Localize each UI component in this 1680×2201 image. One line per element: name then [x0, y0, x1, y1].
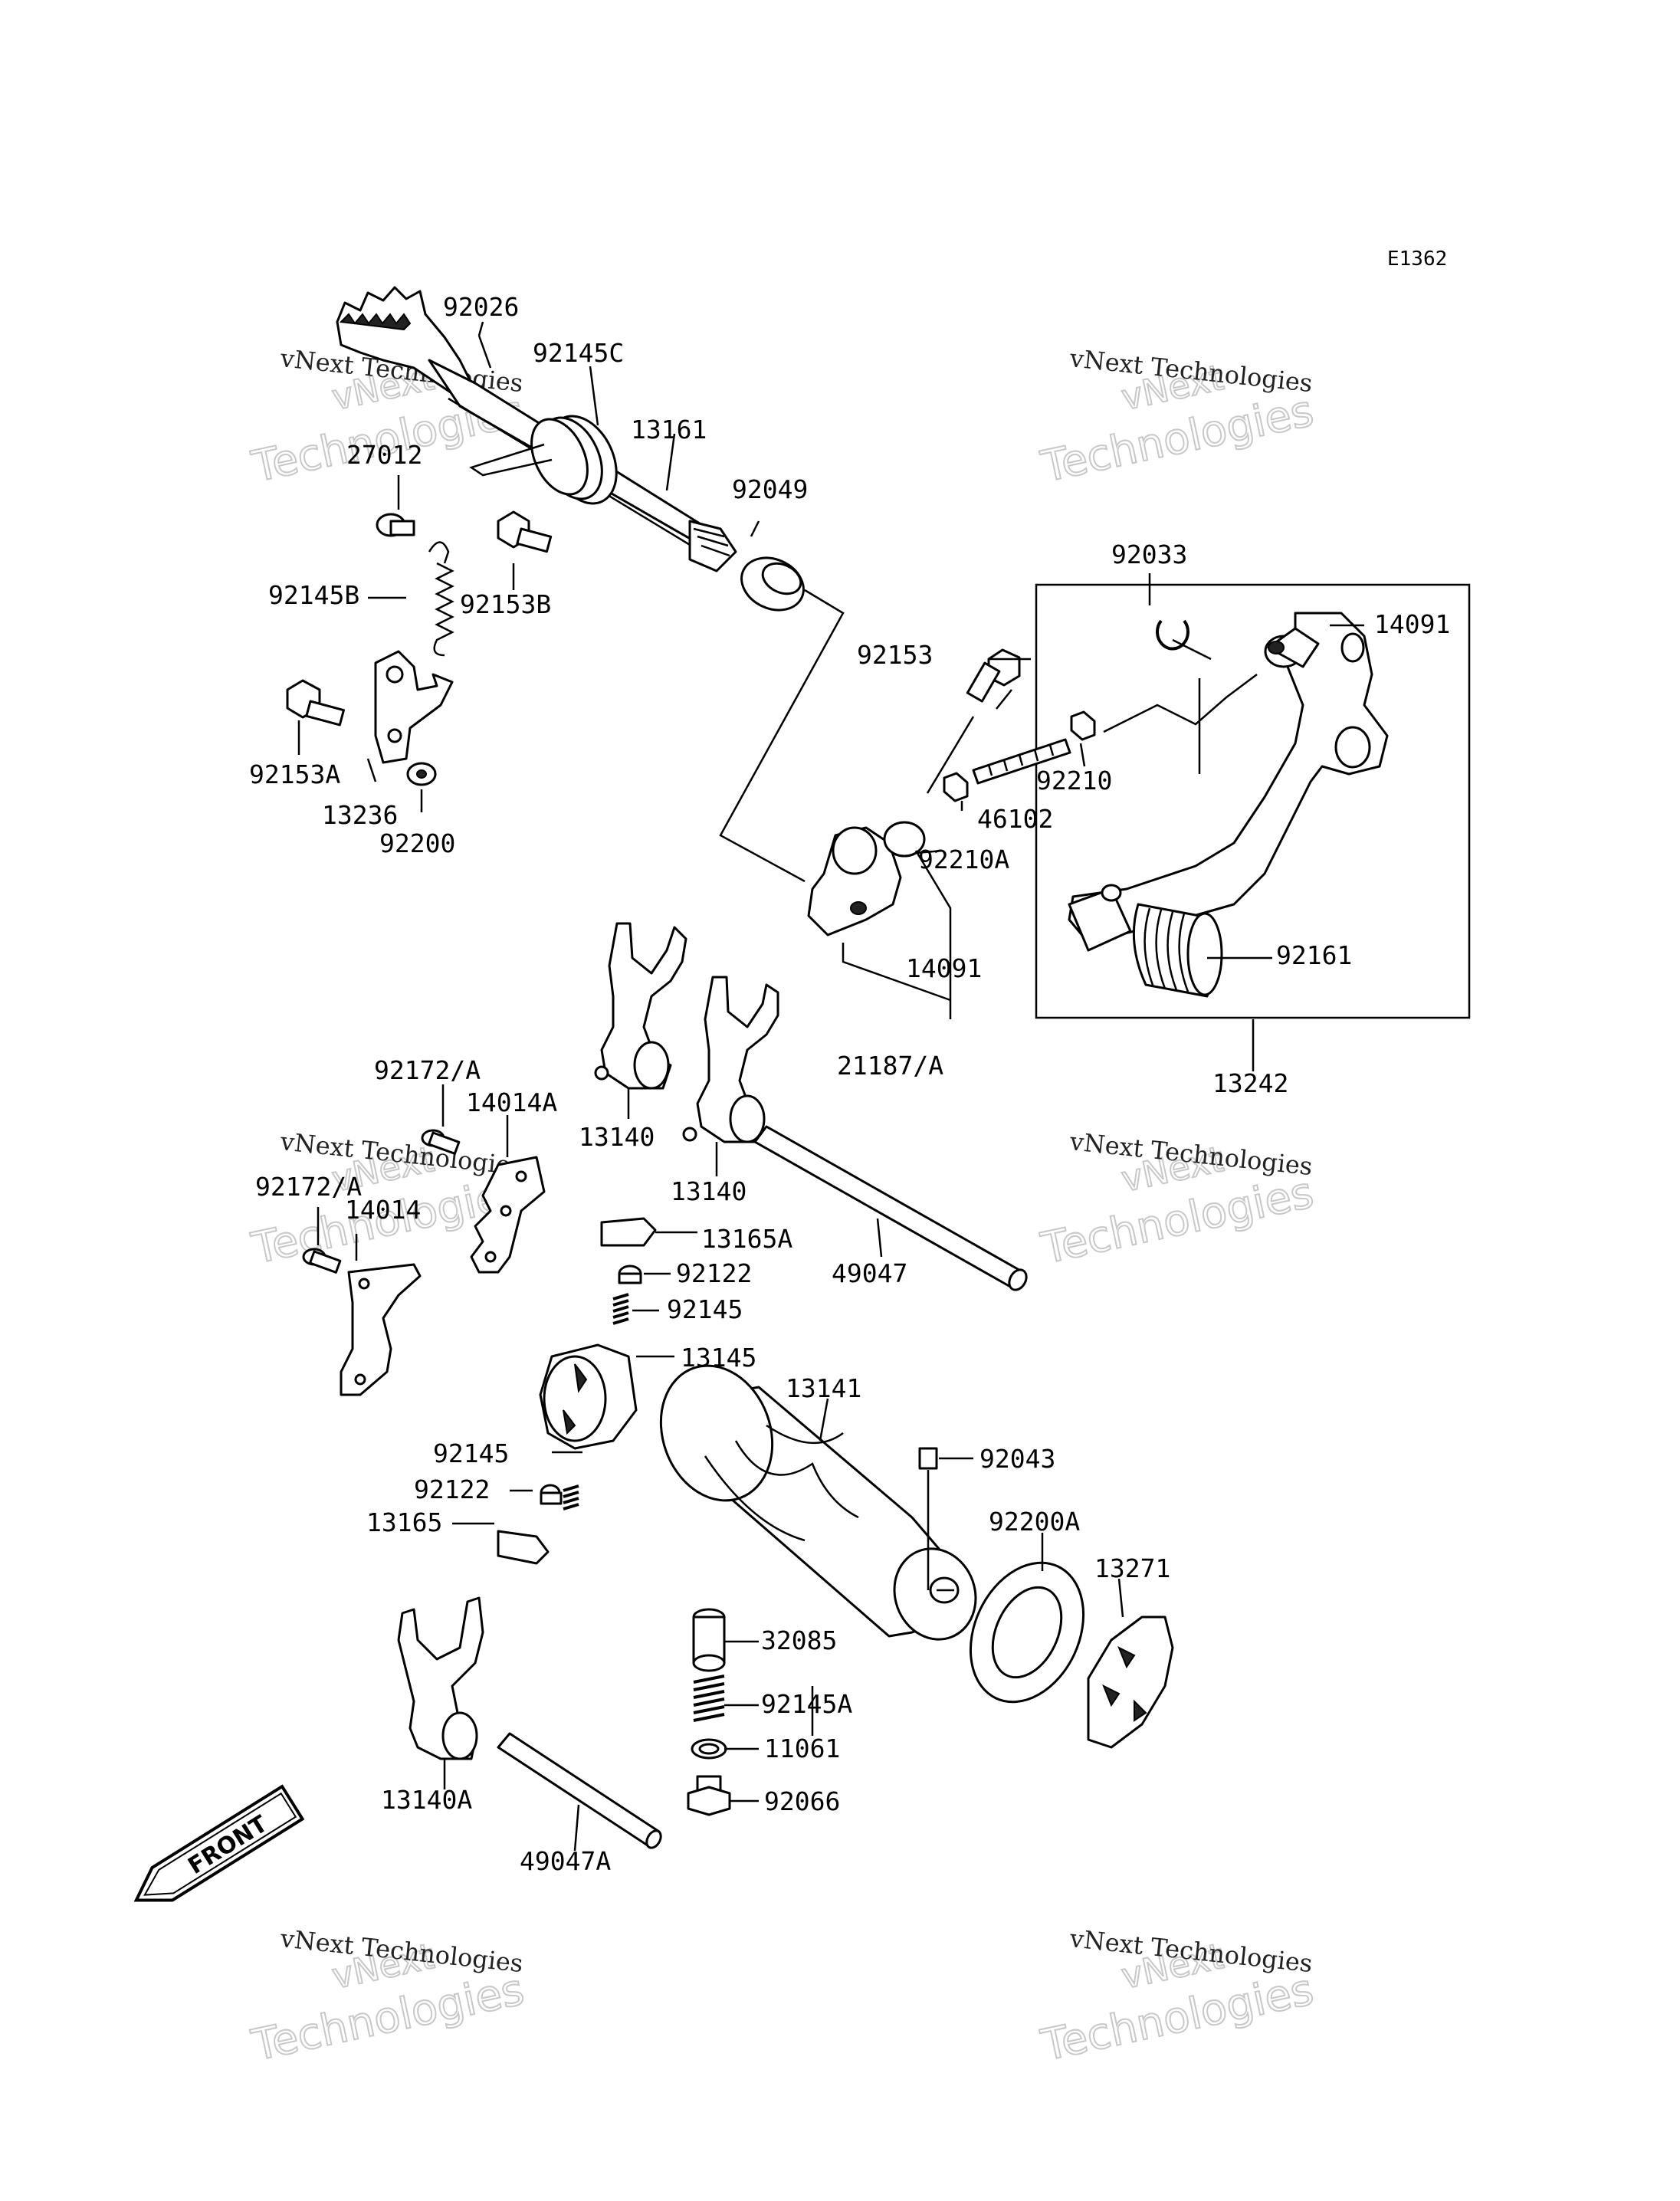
- spring-92145B: [428, 541, 454, 657]
- part-label: 92145: [667, 1294, 743, 1324]
- part-label: 32085: [761, 1625, 837, 1655]
- pin-32085: [692, 1608, 726, 1672]
- part-label: 46102: [977, 804, 1053, 834]
- part-label: 13271: [1094, 1553, 1170, 1583]
- part-label: 92161: [1276, 940, 1352, 970]
- drum-cam-13145: [539, 1343, 638, 1450]
- part-label: 92033: [1111, 540, 1187, 569]
- cam-plate-13271: [1087, 1615, 1174, 1749]
- pedal-group-box: [1035, 583, 1471, 1019]
- nut-92210: [1070, 710, 1096, 741]
- part-label: 49047A: [520, 1846, 611, 1876]
- pin-27012: [376, 513, 415, 537]
- screw-92172-a: [421, 1129, 461, 1155]
- part-label: 92122: [414, 1474, 490, 1504]
- part-label: 27012: [346, 440, 422, 470]
- part-label: 49047: [832, 1258, 907, 1288]
- diagram-code: E1362: [1387, 248, 1447, 271]
- pin-13165A: [600, 1217, 657, 1247]
- part-label: 92172/A: [255, 1172, 362, 1202]
- part-label: 92145: [433, 1438, 509, 1468]
- part-label: 92026: [443, 292, 519, 322]
- bolt-92153: [966, 648, 1021, 703]
- pin-92043: [918, 1447, 938, 1470]
- part-label: 14091: [1374, 609, 1450, 639]
- part-label: 92200A: [989, 1507, 1080, 1537]
- front-direction-badge: FRONT: [133, 1784, 305, 1902]
- part-labels: 92026 92145C 13161 27012 92049 92145B 92…: [249, 292, 1450, 1876]
- part-label: 14014: [345, 1195, 421, 1225]
- spring-92145A: [693, 1675, 725, 1722]
- part-label: 13145: [681, 1343, 756, 1373]
- nut-92210A: [943, 772, 969, 802]
- part-label: 92145A: [761, 1689, 852, 1719]
- shift-plate-13236: [374, 650, 454, 764]
- part-label: 13242: [1212, 1068, 1288, 1098]
- part-label: 13161: [631, 415, 707, 444]
- spring-92145-b: [563, 1484, 579, 1511]
- part-label: 13140A: [381, 1785, 472, 1815]
- washer-92200A: [969, 1561, 1085, 1704]
- circlip-92033: [1156, 619, 1189, 651]
- part-label: 92153: [857, 640, 933, 670]
- bushing-14091-top: [1264, 627, 1320, 668]
- part-label: 13140: [671, 1176, 746, 1206]
- part-label: 92200: [379, 828, 455, 858]
- part-label: 13236: [322, 800, 398, 830]
- part-label: 13141: [786, 1373, 861, 1403]
- part-label: 92122: [676, 1258, 752, 1288]
- stopper-14014: [340, 1263, 422, 1396]
- shift-drum-13141: [659, 1364, 977, 1641]
- part-label: 92153B: [460, 589, 551, 619]
- part-label: 13165: [366, 1507, 442, 1537]
- gear-teeth: [339, 313, 412, 331]
- shaft-return-spring: [469, 415, 618, 505]
- part-label: 11061: [764, 1734, 840, 1763]
- bolt-92153A: [286, 679, 345, 727]
- shift-fork-13140A: [397, 1596, 484, 1760]
- plug-92066: [687, 1775, 731, 1816]
- part-label: 21187/A: [837, 1051, 943, 1081]
- pin-13165: [497, 1530, 550, 1565]
- part-label: 13140: [579, 1122, 655, 1152]
- spring-92145-a: [612, 1293, 629, 1325]
- part-label: 92153A: [249, 759, 340, 789]
- shift-pedal-lever: [1068, 612, 1389, 944]
- shift-arm-21187: [807, 821, 926, 936]
- part-label: 92210: [1036, 766, 1112, 795]
- shift-forks-upper: [302, 922, 1028, 1396]
- part-label: 92145C: [533, 338, 624, 368]
- part-label: 92210A: [918, 845, 1009, 874]
- shift-fork-13140-b: [696, 976, 779, 1143]
- shift-pedal-assembly: [807, 583, 1471, 1019]
- part-label: 13165A: [701, 1224, 792, 1254]
- part-label: 92066: [764, 1786, 840, 1816]
- part-label: 14014A: [466, 1087, 557, 1117]
- pedal-rubber: [1068, 884, 1223, 998]
- part-label: 92049: [732, 474, 808, 504]
- fork-rod-49047A: [497, 1732, 661, 1847]
- shift-drum-assembly: [397, 1217, 1174, 1849]
- part-label: 92172/A: [374, 1055, 481, 1085]
- part-label: 92145B: [268, 580, 359, 610]
- bolt-92153B: [497, 510, 553, 553]
- screw-92172-b: [302, 1248, 342, 1274]
- part-label: 14091: [906, 953, 982, 983]
- shift-shaft-assembly: [286, 286, 805, 786]
- shift-fork-13140-a: [600, 922, 687, 1090]
- part-label: 92043: [979, 1444, 1055, 1474]
- shaft-spline: [688, 520, 737, 572]
